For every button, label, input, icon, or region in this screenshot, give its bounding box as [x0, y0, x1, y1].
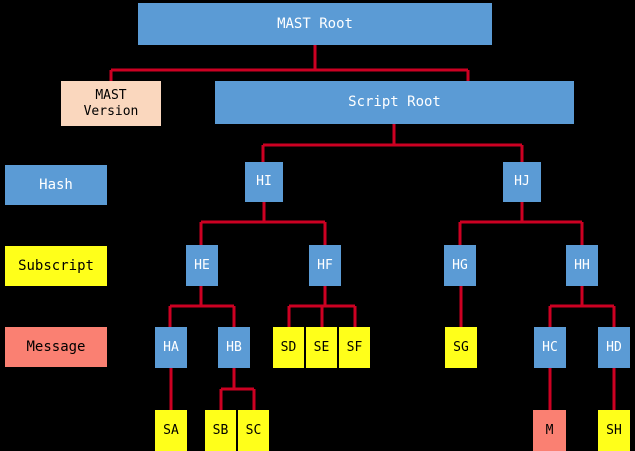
- edge-mast-root: [109, 45, 470, 81]
- node-ha[interactable]: HA: [155, 327, 187, 368]
- node-label: HJ: [514, 174, 530, 190]
- node-sf[interactable]: SF: [339, 327, 370, 368]
- node-label: SE: [313, 339, 330, 355]
- node-label: SC: [245, 422, 262, 438]
- node-sd[interactable]: SD: [273, 327, 304, 368]
- node-label: HG: [452, 257, 468, 273]
- node-sb[interactable]: SB: [205, 410, 236, 451]
- node-label: HI: [256, 174, 272, 190]
- node-label: HH: [574, 257, 590, 273]
- node-hi[interactable]: HI: [245, 162, 283, 202]
- node-se[interactable]: SE: [306, 327, 337, 368]
- legend-hash: Hash: [5, 165, 107, 205]
- node-label: SD: [280, 339, 297, 355]
- node-label: HA: [163, 339, 179, 355]
- node-sc[interactable]: SC: [238, 410, 269, 451]
- edge-hb: [219, 368, 256, 410]
- node-label: HB: [226, 339, 242, 355]
- node-hc[interactable]: HC: [534, 327, 566, 368]
- legend-label: Message: [26, 339, 86, 355]
- node-label: SF: [346, 339, 363, 355]
- node-label: SH: [606, 422, 622, 438]
- edge-he: [168, 286, 236, 327]
- node-mast-version[interactable]: MAST Version: [61, 81, 161, 126]
- edge-hf: [287, 286, 357, 327]
- edge-hj: [458, 202, 584, 245]
- node-label: SB: [212, 422, 229, 438]
- legend-label: Hash: [39, 177, 73, 193]
- node-label: MAST Version: [83, 88, 139, 119]
- node-label: Script Root: [348, 94, 441, 111]
- legend-message: Message: [5, 327, 107, 367]
- node-sh[interactable]: SH: [598, 410, 630, 451]
- node-mast-root[interactable]: MAST Root: [138, 3, 492, 45]
- edge-hh: [548, 286, 616, 327]
- node-label: HC: [542, 339, 558, 355]
- edge-script-root: [261, 124, 524, 162]
- node-sa[interactable]: SA: [155, 410, 187, 451]
- node-sg[interactable]: SG: [445, 327, 477, 368]
- node-label: HE: [194, 257, 210, 273]
- node-label: M: [545, 422, 554, 438]
- node-m[interactable]: M: [533, 410, 566, 451]
- node-he[interactable]: HE: [186, 245, 218, 286]
- legend-label: Subscript: [18, 258, 94, 274]
- edge-hi: [199, 202, 327, 245]
- node-label: SA: [163, 422, 179, 438]
- legend-subscript: Subscript: [5, 246, 107, 286]
- node-script-root[interactable]: Script Root: [215, 81, 574, 124]
- node-hj[interactable]: HJ: [503, 162, 541, 202]
- node-hf[interactable]: HF: [309, 245, 341, 286]
- node-hb[interactable]: HB: [218, 327, 250, 368]
- node-hd[interactable]: HD: [598, 327, 630, 368]
- node-hh[interactable]: HH: [566, 245, 598, 286]
- node-label: HD: [606, 339, 622, 355]
- node-hg[interactable]: HG: [444, 245, 476, 286]
- node-label: SG: [453, 339, 469, 355]
- node-label: MAST Root: [277, 15, 353, 32]
- node-label: HF: [317, 257, 333, 273]
